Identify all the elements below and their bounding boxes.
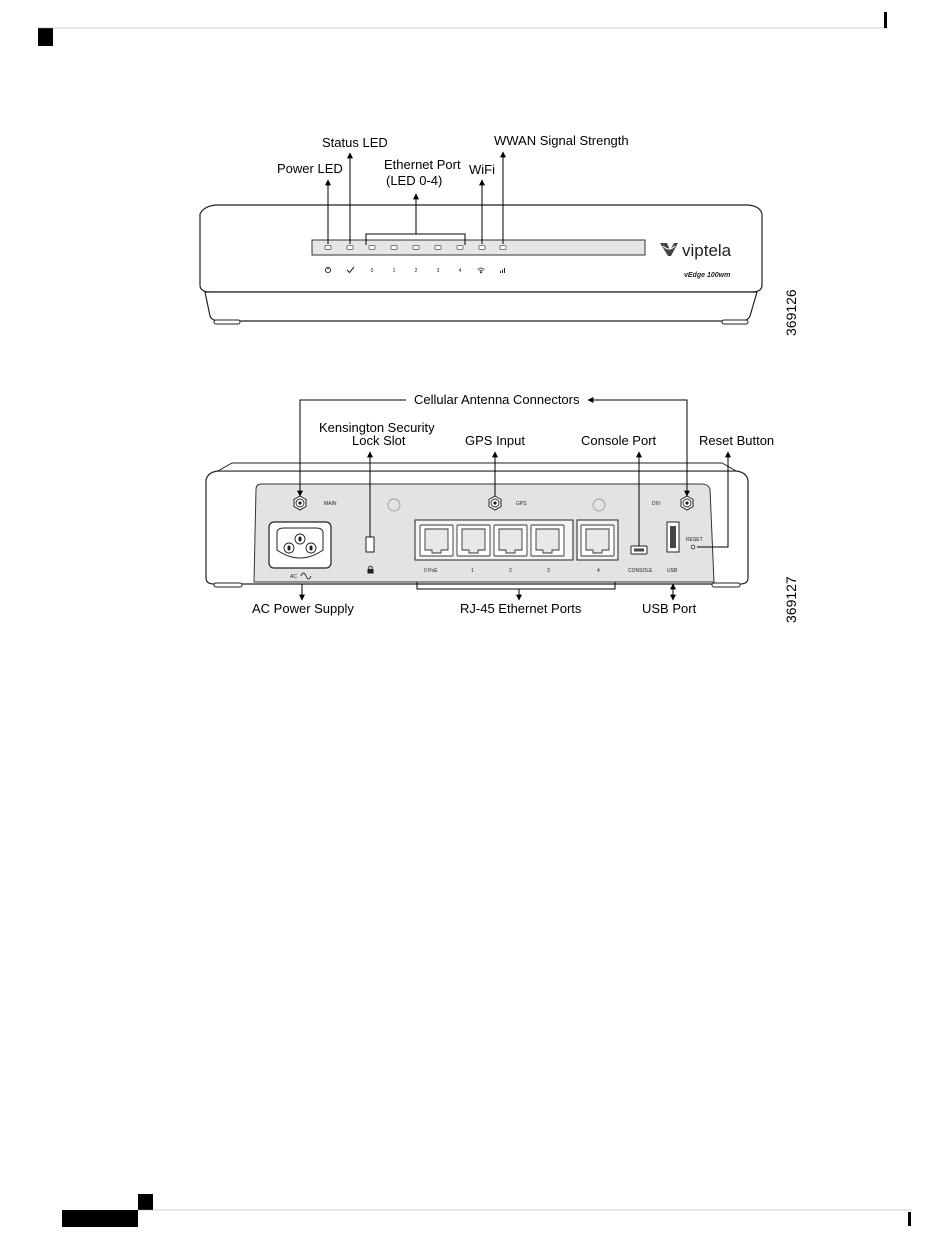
power-led xyxy=(324,245,332,250)
led-symbols: 0 1 2 3 4 xyxy=(324,266,505,274)
ac-power-inlet xyxy=(268,521,332,569)
status-led xyxy=(346,245,354,250)
status-led-label: Status LED xyxy=(322,135,388,150)
front-callout-lines xyxy=(325,151,506,245)
wwan-led xyxy=(499,245,507,250)
ac-power-label: AC Power Supply xyxy=(252,601,354,616)
reset-button-label: Reset Button xyxy=(699,433,774,448)
corner-tab-top xyxy=(38,28,53,46)
led-number-0: 0 xyxy=(371,268,374,274)
port-label-1: 1 xyxy=(471,568,474,574)
front-foot-right xyxy=(721,319,749,325)
antenna-leader-right xyxy=(587,397,690,497)
led-number-3: 3 xyxy=(437,268,440,274)
led-number-2: 2 xyxy=(415,268,418,274)
usb-label: USB xyxy=(667,568,678,574)
rj45-port-1 xyxy=(456,524,491,557)
brand-name: viptela xyxy=(682,241,732,260)
ac-label: AC xyxy=(290,574,297,580)
rj45-jacks xyxy=(419,524,615,557)
div-label: DIV xyxy=(652,501,661,507)
rear-figure-number: 369127 xyxy=(783,576,799,623)
antenna-leader-left xyxy=(297,399,406,497)
ethernet-port-label: Ethernet Port xyxy=(384,157,461,172)
front-figure-number: 369126 xyxy=(783,289,799,336)
led-number-1: 1 xyxy=(393,268,396,274)
reset-button xyxy=(690,544,696,550)
signal-bars-icon xyxy=(500,268,505,273)
ethernet-port-sublabel: (LED 0-4) xyxy=(386,173,442,188)
screw-hole-right xyxy=(592,498,606,512)
power-led-label: Power LED xyxy=(277,161,343,176)
check-icon xyxy=(346,266,355,274)
console-label: CONSOLE xyxy=(628,568,653,574)
usb-port-label: USB Port xyxy=(642,601,697,616)
wifi-led xyxy=(478,245,486,250)
main-label: MAIN xyxy=(324,501,337,507)
wwan-signal-label: WWAN Signal Strength xyxy=(494,133,629,148)
wifi-icon xyxy=(477,267,485,274)
rear-foot-left xyxy=(213,582,243,588)
console-port-label: Console Port xyxy=(581,433,657,448)
led-indicators xyxy=(324,245,507,250)
rear-view: MAIN GPS DIV AC xyxy=(205,392,799,623)
port-label-4: 4 xyxy=(597,568,600,574)
reset-leader xyxy=(697,451,731,548)
cellular-antenna-label: Cellular Antenna Connectors xyxy=(414,392,580,407)
rj45-port-0 xyxy=(419,524,454,557)
port-label-3: 3 xyxy=(547,568,550,574)
page-chrome xyxy=(38,12,912,1227)
kensington-label: Kensington Security xyxy=(319,420,435,435)
port-label-0-poe: 0 PoE xyxy=(424,568,438,574)
footer-mark xyxy=(908,1212,911,1226)
rj45-port-4 xyxy=(580,524,615,557)
footer-tab xyxy=(138,1194,153,1210)
main-antenna-connector xyxy=(293,495,307,511)
front-foot-left xyxy=(213,319,241,325)
header-mark xyxy=(884,12,887,28)
rj45-port-2 xyxy=(493,524,528,557)
front-view: 0 1 2 3 4 viptela vEdge 100wm xyxy=(199,133,799,336)
wifi-label: WiFi xyxy=(469,162,495,177)
rj45-bracket xyxy=(416,582,616,590)
gps-antenna-connector xyxy=(488,495,502,511)
ethernet-led-1 xyxy=(390,245,398,250)
rear-callout-lines xyxy=(297,397,731,601)
led-number-4: 4 xyxy=(459,268,462,274)
screw-hole-left xyxy=(387,498,401,512)
port-label-2: 2 xyxy=(509,568,512,574)
ethernet-led-4 xyxy=(456,245,464,250)
kensington-slot xyxy=(365,536,375,553)
rj45-port-3 xyxy=(530,524,565,557)
ethernet-led-3 xyxy=(434,245,442,250)
rear-top-edge xyxy=(216,462,738,472)
ethernet-led-0 xyxy=(368,245,376,250)
ethernet-led-2 xyxy=(412,245,420,250)
div-antenna-connector xyxy=(680,495,694,511)
rear-foot-right xyxy=(711,582,741,588)
kensington-sublabel: Lock Slot xyxy=(352,433,406,448)
footer-bar xyxy=(62,1210,138,1227)
lock-icon xyxy=(367,565,374,574)
led-strip xyxy=(311,239,646,256)
ac-wave-icon xyxy=(300,572,312,580)
gps-label: GPS xyxy=(516,501,527,507)
rj45-label: RJ-45 Ethernet Ports xyxy=(460,601,582,616)
model-name: vEdge 100wm xyxy=(684,272,730,279)
gps-input-label: GPS Input xyxy=(465,433,525,448)
reset-label: RESET xyxy=(686,537,703,543)
front-bottom-shell xyxy=(204,291,758,322)
